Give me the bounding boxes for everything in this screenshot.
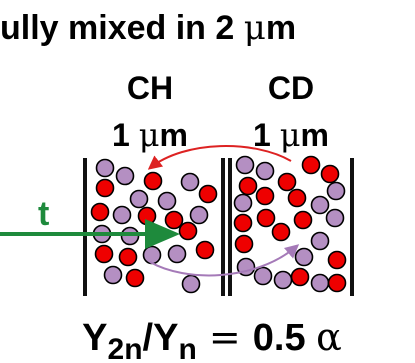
red-particle bbox=[234, 234, 254, 254]
right-box-label: CD bbox=[268, 70, 314, 106]
red-particle bbox=[164, 210, 184, 230]
purple-particle bbox=[253, 266, 273, 286]
purple-particle bbox=[115, 166, 135, 186]
purple-particle bbox=[233, 193, 253, 213]
red-particle bbox=[94, 244, 114, 264]
red-particle bbox=[271, 222, 291, 242]
left-box-thickness: 1 μm bbox=[112, 116, 188, 154]
red-particle bbox=[327, 273, 347, 293]
time-arrow bbox=[0, 219, 180, 249]
red-particle bbox=[301, 155, 321, 175]
purple-particle bbox=[95, 158, 115, 178]
red-transfer-arrow bbox=[147, 145, 292, 170]
purple-particle bbox=[189, 205, 209, 225]
red-particle bbox=[143, 171, 163, 191]
red-particle bbox=[255, 186, 275, 206]
purple-particle bbox=[181, 274, 201, 294]
purple-particle bbox=[255, 161, 275, 181]
purple-particle bbox=[112, 205, 132, 225]
purple-particle bbox=[310, 195, 330, 215]
purple-particle bbox=[310, 273, 330, 293]
left-box-label: CH bbox=[127, 70, 173, 106]
red-particle bbox=[277, 172, 297, 192]
red-particle bbox=[290, 267, 310, 287]
red-particle bbox=[198, 184, 218, 204]
red-particle bbox=[90, 202, 110, 222]
red-particle bbox=[320, 164, 340, 184]
purple-particle bbox=[325, 208, 345, 228]
red-particle bbox=[178, 221, 198, 241]
purple-transfer-arrow bbox=[149, 244, 300, 277]
right-box-particles bbox=[233, 155, 347, 293]
red-particle bbox=[195, 240, 215, 260]
purple-particle bbox=[273, 270, 293, 290]
purple-particle bbox=[310, 231, 330, 251]
red-particle bbox=[95, 178, 115, 198]
red-particle bbox=[125, 268, 145, 288]
red-particle bbox=[287, 188, 307, 208]
red-particle bbox=[293, 210, 313, 230]
left-box-particles bbox=[90, 158, 218, 294]
red-particle bbox=[238, 176, 258, 196]
purple-particle bbox=[129, 189, 149, 209]
purple-particle bbox=[103, 265, 123, 285]
red-particle bbox=[233, 213, 253, 233]
time-arrow-label: t bbox=[38, 195, 49, 233]
purple-particle bbox=[180, 172, 200, 192]
red-particle bbox=[256, 208, 276, 228]
purple-particle bbox=[235, 155, 255, 175]
red-particle bbox=[118, 247, 138, 267]
purple-particle bbox=[326, 181, 346, 201]
right-box-thickness: 1 μm bbox=[253, 116, 329, 154]
purple-particle bbox=[142, 245, 162, 265]
purple-particle bbox=[157, 191, 177, 211]
red-particle bbox=[327, 250, 347, 270]
purple-particle bbox=[167, 244, 187, 264]
purple-particle bbox=[294, 247, 314, 267]
yield-ratio-formula: Y2n/Yn = 0.5 α bbox=[82, 315, 342, 363]
title: ully mixed in 2 μm bbox=[0, 8, 296, 48]
